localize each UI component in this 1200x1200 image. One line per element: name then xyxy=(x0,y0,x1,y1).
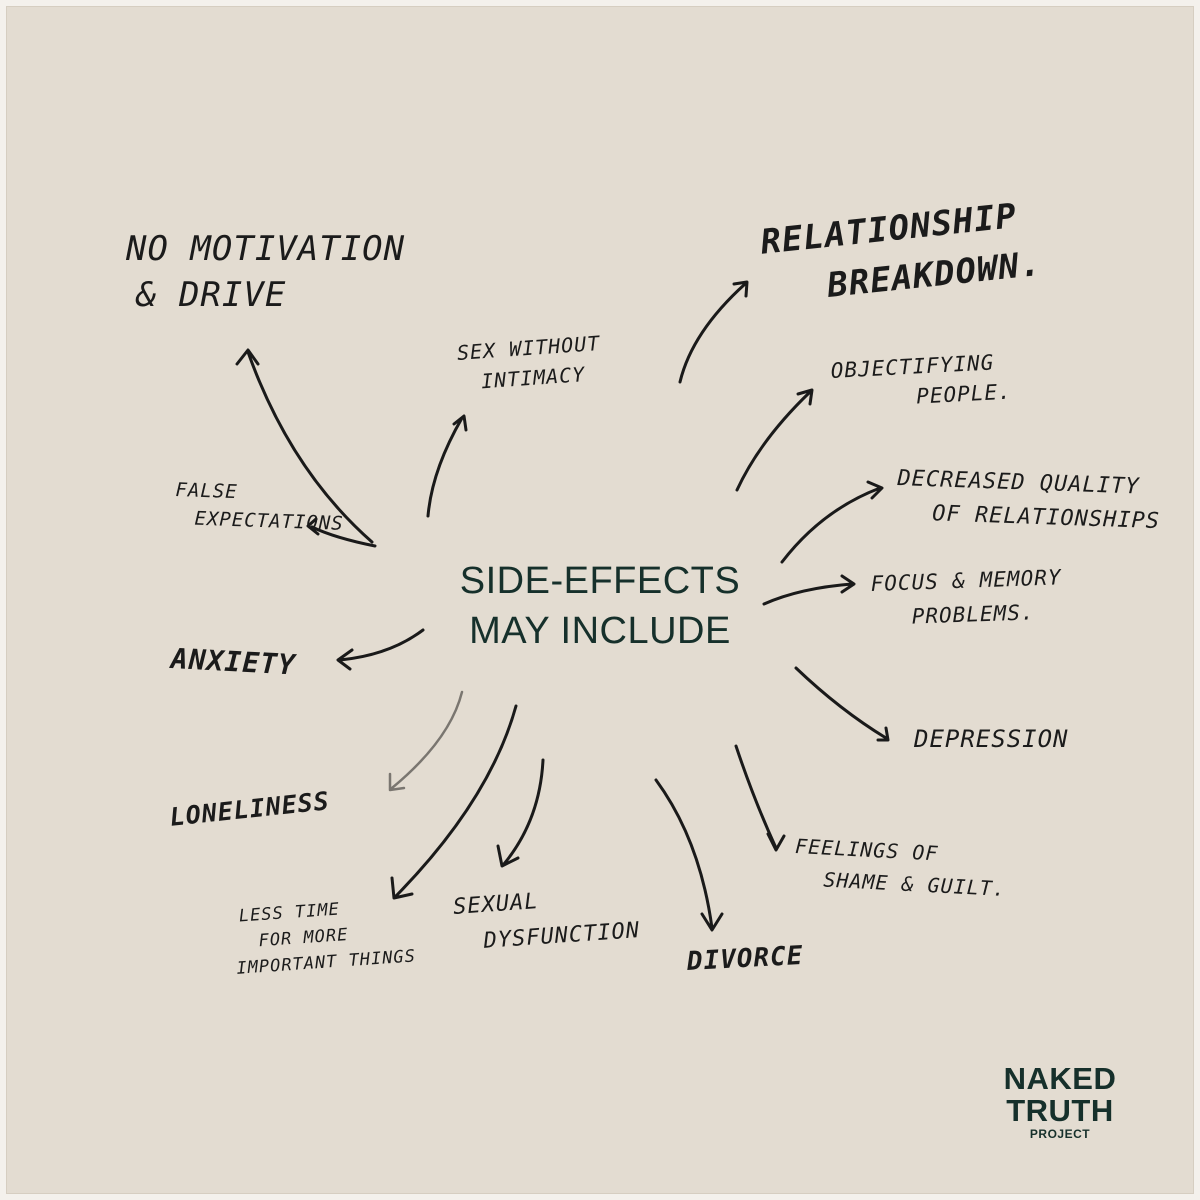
arrow-feelings-shame xyxy=(734,744,786,852)
center-title-line: MAY INCLUDE xyxy=(469,610,731,652)
arrow-less-time xyxy=(390,704,518,900)
effect-sex-without-intimacy: Sex without intimacy xyxy=(456,328,603,398)
logo-line: NAKED xyxy=(1003,1061,1117,1096)
effect-line: Depression xyxy=(914,725,1069,753)
logo-line: TRUTH xyxy=(1006,1093,1114,1128)
effect-divorce: Divorce xyxy=(686,938,804,980)
effect-depression: Depression xyxy=(914,722,1069,756)
arrow-focus-memory xyxy=(762,574,856,606)
logo-line: PROJECT xyxy=(1029,1127,1091,1141)
arrow-sex-without-intimacy xyxy=(426,414,468,518)
effect-decreased-quality: Decreased quality of relationships xyxy=(896,462,1162,539)
arrow-anxiety xyxy=(336,628,425,671)
arrow-decreased-quality xyxy=(780,480,884,564)
center-title-line: SIDE-EFFECTS xyxy=(459,560,741,602)
arrow-false-expectations xyxy=(306,517,377,548)
arrow-no-motivation xyxy=(235,348,374,544)
effect-false-expectations: False expectations xyxy=(174,476,345,538)
effect-line: Divorce xyxy=(686,940,805,977)
effect-line: No motivation xyxy=(126,229,406,269)
center-title: SIDE-EFFECTS MAY INCLUDE xyxy=(440,556,760,656)
effect-line: & drive xyxy=(136,275,287,315)
arrow-divorce xyxy=(654,778,724,932)
effect-less-time: Less time for more important things xyxy=(232,891,417,981)
effect-sexual-dysfunction: Sexual dysfunction xyxy=(452,877,641,962)
arrow-objectifying-people xyxy=(735,388,814,492)
naked-truth-project-logo: NAKED TRUTH PROJECT xyxy=(985,1061,1135,1142)
effect-focus-memory: Focus & memory problems. xyxy=(870,560,1063,635)
effect-feelings-shame-guilt: Feelings of shame & guilt. xyxy=(793,830,1009,905)
effect-line: Anxiety xyxy=(170,641,297,682)
arrow-depression xyxy=(794,666,890,742)
effect-objectifying-people: Objectifying people. xyxy=(830,347,1012,416)
effect-no-motivation: No motivation & drive xyxy=(126,226,405,318)
effect-line: expectations xyxy=(194,507,345,535)
arrow-loneliness xyxy=(388,690,464,792)
effect-anxiety: Anxiety xyxy=(170,640,297,684)
arrow-sexual-dysfunction xyxy=(496,758,545,868)
arrow-relationship-breakdown xyxy=(678,280,749,384)
effect-line: problems. xyxy=(911,600,1035,629)
paper-background xyxy=(6,6,1194,1194)
